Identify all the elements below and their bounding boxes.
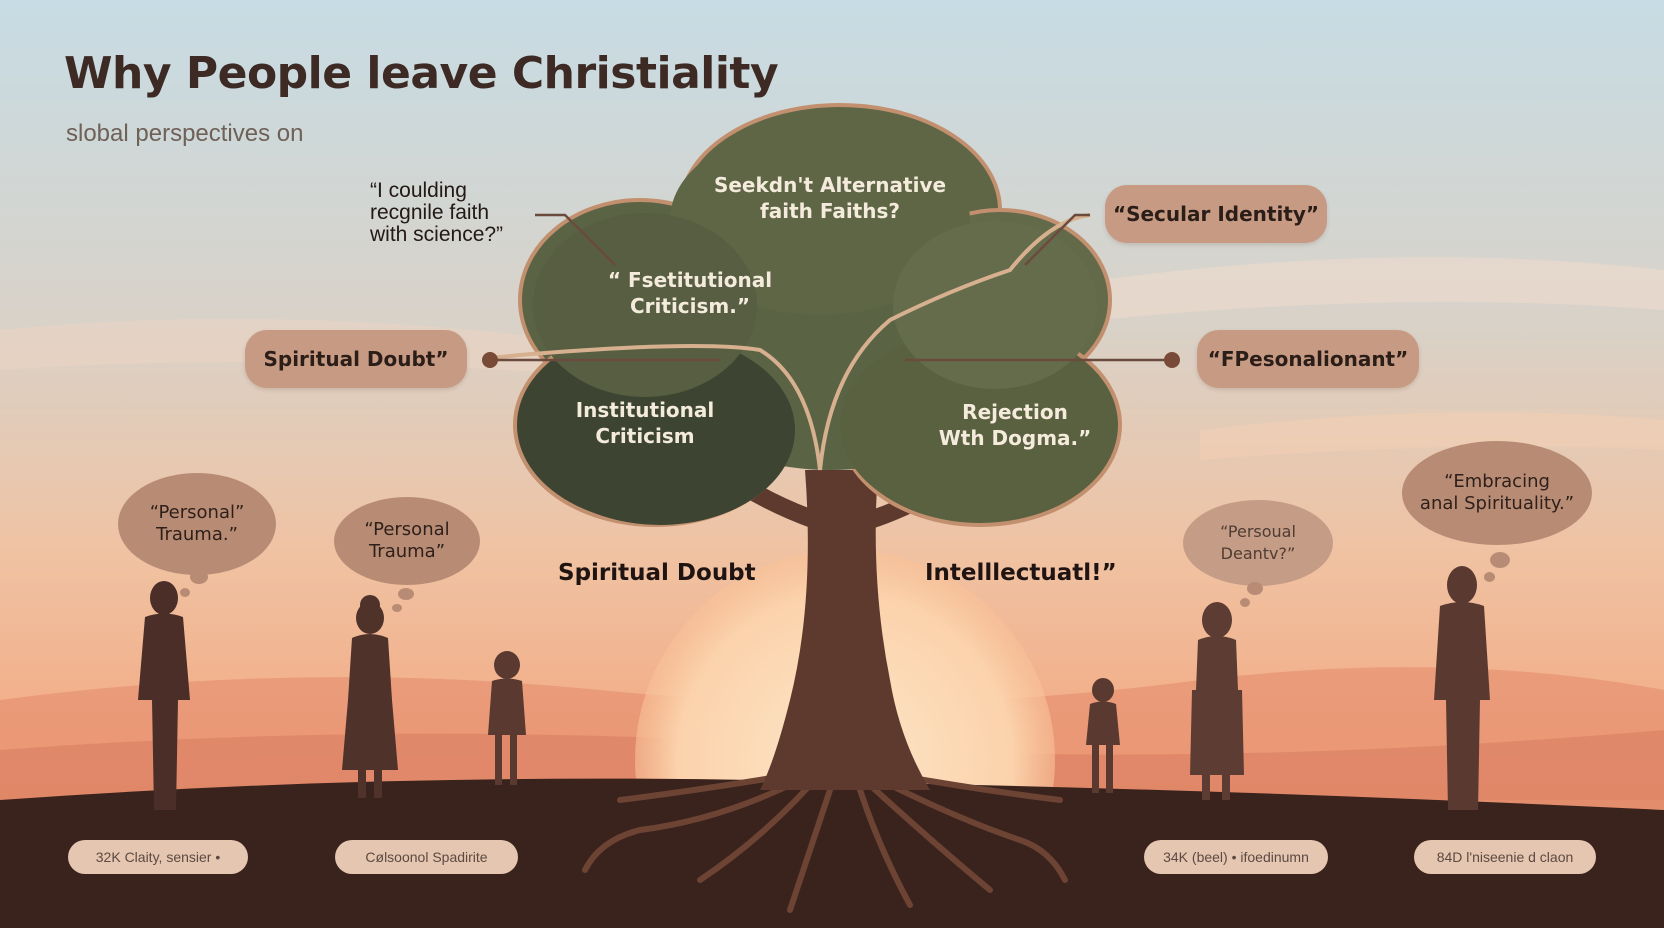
cloud-band — [1200, 412, 1664, 460]
thought-bubble-embracing-spirituality: “Embracing anal Spirituality.” — [1402, 441, 1592, 545]
thought-bubble-dot — [1247, 582, 1263, 595]
stat-badge: Cølsoonol Spadirite — [335, 840, 518, 874]
stat-badge: 34K (beel) • ifoedinumn — [1144, 840, 1328, 874]
thought-bubble-dot — [1490, 552, 1510, 568]
connector-lines — [490, 213, 1172, 362]
cloud-band — [1100, 257, 1664, 320]
pill-personal: “FPesonalionant” — [1197, 330, 1419, 388]
ground — [0, 778, 1664, 928]
person-silhouette-man-right — [1434, 566, 1490, 810]
pill-spiritual-doubt: Spiritual Doubt” — [245, 330, 467, 388]
page-title: Why People leave Christiality — [64, 48, 779, 99]
thought-bubble-dot — [392, 604, 402, 612]
thought-bubble-dot — [1484, 572, 1495, 582]
tree-roots — [582, 772, 1068, 913]
thought-bubble-personal-trauma-1: “Personal” Trauma.” — [118, 473, 276, 575]
canopy-label-institutional-criticism: Institutional Criticism — [575, 398, 715, 448]
thought-bubble-dot — [190, 570, 208, 584]
pill-secular-identity: “Secular Identity” — [1105, 185, 1327, 243]
page-subtitle: slobal perspectives on — [66, 120, 304, 147]
tree-canopy — [513, 103, 1122, 527]
ground-label-intellectual: Intelllectuatl!” — [925, 560, 1117, 586]
thought-bubble-dot — [180, 588, 190, 597]
thought-bubble-dot — [1240, 598, 1250, 607]
thought-bubble-dot — [398, 588, 414, 600]
person-silhouette-woman-left — [342, 595, 398, 798]
canopy-label-rejection-dogma: Rejection Wth Dogma.” — [938, 400, 1092, 450]
thought-bubble-personal-trauma-2: “Personal Trauma” — [334, 497, 480, 585]
person-silhouette-man-left — [138, 581, 190, 810]
person-silhouette-child-right — [1086, 678, 1120, 793]
person-silhouette-child-left — [488, 651, 526, 785]
canopy-label-institutional-criticism-upper: “ Fsetitutional Criticism.” — [607, 268, 773, 318]
tree-trunk — [760, 470, 930, 790]
canopy-label-alternative-faiths: Seekdn't Alternative faith Faiths? — [713, 173, 947, 223]
stat-badge: 32K Claity, sensier • — [68, 840, 248, 874]
thought-bubble-personal-identity: “Persoual Deantv?” — [1183, 500, 1333, 586]
ground-label-spiritual-doubt: Spiritual Doubt — [558, 560, 756, 586]
connector-dot — [482, 352, 498, 368]
quote-science: “I coulding recgnile faith with science?… — [370, 179, 504, 246]
connector-dot — [1164, 352, 1180, 368]
stat-badge: 84D l'niseenie d claon — [1414, 840, 1596, 874]
person-silhouette-woman-right — [1190, 602, 1244, 800]
